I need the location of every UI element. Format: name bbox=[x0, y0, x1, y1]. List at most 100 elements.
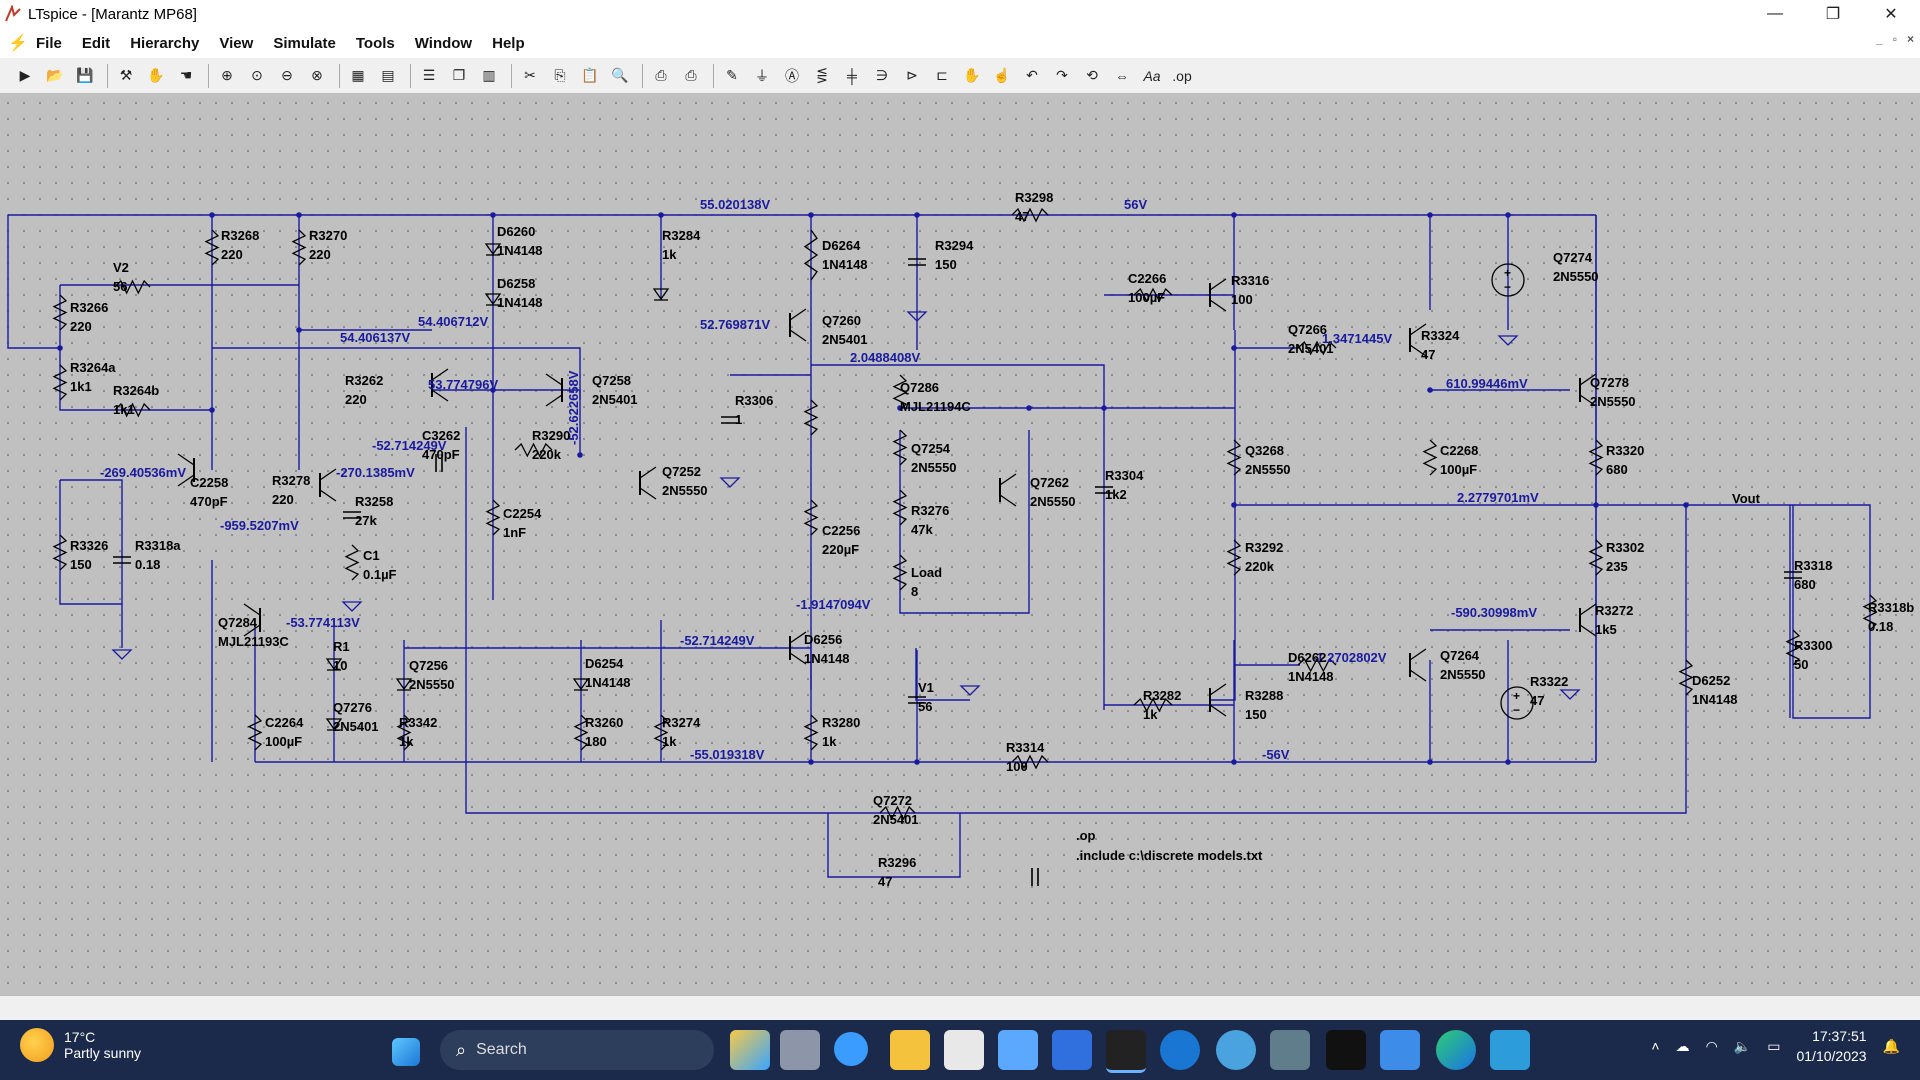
component-value: 1k bbox=[399, 734, 414, 749]
menu-edit[interactable]: Edit bbox=[81, 34, 111, 52]
zoom-cancel-icon[interactable]: ⊗ bbox=[311, 67, 323, 83]
resistor-symbol bbox=[1588, 539, 1604, 576]
text-icon[interactable]: Aa bbox=[1143, 67, 1161, 84]
find-icon[interactable]: 🔍 bbox=[611, 67, 629, 83]
print-setup-icon[interactable]: ⎙ bbox=[685, 67, 697, 83]
pan-icon[interactable]: ☚ bbox=[179, 67, 193, 83]
autorange-icon[interactable]: ▤ bbox=[381, 67, 395, 83]
copy-icon[interactable]: ⎘ bbox=[554, 67, 566, 83]
component-ref: R3292 bbox=[1245, 540, 1283, 555]
paste-icon[interactable]: 📋 bbox=[581, 67, 599, 83]
open-icon[interactable]: 📂 bbox=[46, 67, 64, 83]
control-panel-icon[interactable]: ⚒ bbox=[119, 67, 133, 83]
component-ref: R3258 bbox=[355, 494, 393, 509]
close-button[interactable]: ✕ bbox=[1884, 6, 1898, 23]
snipping-icon[interactable] bbox=[1326, 1030, 1366, 1070]
file-explorer-icon[interactable] bbox=[890, 1030, 930, 1070]
resistor-icon[interactable]: ⋚ bbox=[816, 67, 828, 83]
component-ref: R3296 bbox=[878, 855, 916, 870]
q-app-icon[interactable] bbox=[1160, 1030, 1200, 1070]
diode-symbol bbox=[484, 293, 502, 306]
ground-icon[interactable]: ⏚ bbox=[755, 67, 769, 84]
spice-directive-icon[interactable]: .op bbox=[1172, 67, 1192, 84]
calculator-icon[interactable] bbox=[1270, 1030, 1310, 1070]
redo-icon[interactable]: ↷ bbox=[1056, 67, 1068, 83]
menu-window[interactable]: Window bbox=[414, 34, 473, 52]
print-icon[interactable]: ⎙ bbox=[655, 67, 667, 83]
junction bbox=[296, 327, 302, 333]
ltspice-taskbar-icon[interactable] bbox=[1106, 1030, 1146, 1073]
component-ref: R3302 bbox=[1606, 540, 1644, 555]
resistor-symbol bbox=[1297, 657, 1337, 673]
mdi-minimize-button[interactable]: _ bbox=[1876, 32, 1883, 46]
zoom-fit-icon[interactable]: ⊙ bbox=[251, 67, 263, 83]
sync-icon[interactable] bbox=[834, 1032, 868, 1066]
photos-icon[interactable] bbox=[1490, 1030, 1530, 1070]
menu-simulate[interactable]: Simulate bbox=[273, 34, 336, 52]
resistor-symbol bbox=[1133, 287, 1173, 303]
drag-icon[interactable]: ☝ bbox=[993, 67, 1011, 83]
volume-icon[interactable]: 🔈 bbox=[1733, 1037, 1752, 1054]
wifi-icon[interactable]: ◠ bbox=[1705, 1037, 1718, 1054]
component-value: 1 bbox=[735, 412, 742, 427]
plot-icon[interactable]: ▦ bbox=[351, 67, 365, 83]
mirror-icon[interactable]: ⇔ bbox=[1115, 67, 1129, 84]
resistor-symbol bbox=[1011, 754, 1049, 770]
menu-hierarchy[interactable]: Hierarchy bbox=[130, 34, 200, 52]
notepad-icon[interactable] bbox=[944, 1030, 984, 1070]
resistor-symbol bbox=[291, 229, 307, 266]
resistor-symbol bbox=[1011, 207, 1049, 223]
mdi-close-button[interactable]: × bbox=[1906, 32, 1914, 46]
inductor-icon[interactable]: ∋ bbox=[875, 67, 889, 83]
mdi-restore-button[interactable]: ▫ bbox=[1892, 32, 1897, 46]
halt-icon[interactable]: ✋ bbox=[147, 67, 165, 83]
tile-h-icon[interactable]: ☰ bbox=[422, 67, 436, 83]
app-menu-icon[interactable]: ⚡ bbox=[8, 35, 28, 52]
menu-tools[interactable]: Tools bbox=[355, 34, 395, 52]
notes-icon[interactable] bbox=[998, 1030, 1038, 1070]
mail-icon[interactable] bbox=[1380, 1030, 1420, 1070]
diode-symbol bbox=[484, 243, 502, 256]
restore-button[interactable]: ❐ bbox=[1825, 6, 1841, 23]
battery-icon[interactable]: ▭ bbox=[1767, 1037, 1781, 1054]
minimize-button[interactable]: — bbox=[1767, 5, 1783, 22]
copilot-icon[interactable] bbox=[730, 1030, 770, 1070]
zoom-in-icon[interactable]: ⊕ bbox=[221, 67, 233, 83]
component-value: MJL21193C bbox=[218, 634, 289, 649]
start-icon[interactable] bbox=[392, 1038, 420, 1066]
component-ref: R3262 bbox=[345, 373, 383, 388]
diode-icon[interactable]: ⊳ bbox=[906, 67, 918, 83]
component-value: 100µF bbox=[1128, 290, 1165, 305]
desktop-icon[interactable] bbox=[780, 1030, 820, 1070]
capacitor-icon[interactable]: ╪ bbox=[847, 67, 857, 84]
globe-icon[interactable] bbox=[1216, 1030, 1256, 1070]
menu-help[interactable]: Help bbox=[492, 34, 525, 52]
clock[interactable]: 17:37:51 01/10/2023 bbox=[1796, 1026, 1866, 1066]
move-icon[interactable]: ✋ bbox=[963, 67, 981, 83]
cascade-icon[interactable]: ❐ bbox=[452, 67, 466, 83]
kicad-icon[interactable] bbox=[1052, 1030, 1092, 1070]
taskbar-search[interactable]: ⌕ Search bbox=[440, 1030, 714, 1070]
resistor-symbol bbox=[803, 714, 819, 751]
menu-file[interactable]: File bbox=[36, 34, 62, 52]
zoom-out-icon[interactable]: ⊖ bbox=[281, 67, 293, 83]
menu-view[interactable]: View bbox=[219, 34, 254, 52]
chevron-up-icon[interactable]: ˄ bbox=[1651, 1038, 1660, 1054]
component-value: 1nF bbox=[503, 525, 526, 540]
wire-icon[interactable]: ✎ bbox=[726, 67, 738, 83]
component-value: 56 bbox=[918, 699, 932, 714]
save-icon[interactable]: 💾 bbox=[76, 67, 94, 83]
tile-v-icon[interactable]: ▥ bbox=[482, 67, 496, 83]
component-icon[interactable]: ⊏ bbox=[936, 67, 948, 83]
rotate-icon[interactable]: ⟲ bbox=[1086, 67, 1098, 83]
run-icon[interactable]: ▶ bbox=[19, 67, 31, 83]
notification-bell-icon[interactable]: 🔔 bbox=[1882, 1037, 1900, 1054]
undo-icon[interactable]: ↶ bbox=[1026, 67, 1038, 83]
weather-widget[interactable]: 17°C Partly sunny bbox=[20, 1028, 141, 1062]
transistor-symbol bbox=[431, 368, 449, 381]
label-icon[interactable]: Ⓐ bbox=[785, 67, 799, 84]
cut-icon[interactable]: ✂ bbox=[524, 67, 536, 83]
cloud-icon[interactable]: ☁ bbox=[1675, 1037, 1690, 1054]
edge-icon[interactable] bbox=[1436, 1030, 1476, 1070]
